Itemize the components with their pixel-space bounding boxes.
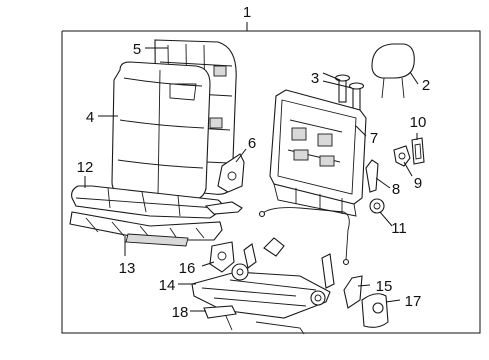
outer-cover — [361, 293, 389, 328]
callout-8: 8 — [392, 181, 400, 198]
callout-14: 14 — [159, 277, 176, 294]
small-pad — [203, 305, 237, 319]
seat-back-cushion — [111, 61, 211, 201]
callout-5: 5 — [133, 41, 141, 58]
callout-18: 18 — [172, 304, 189, 321]
wire-harness — [258, 207, 350, 266]
callout-6: 6 — [248, 135, 256, 152]
callout-3: 3 — [311, 70, 319, 87]
recliner-mechanism — [209, 241, 235, 273]
seat-cushion-frame — [69, 211, 223, 247]
callout-17: 17 — [405, 293, 422, 310]
side-bracket — [217, 153, 245, 193]
latch — [365, 159, 379, 193]
pivot-bushing — [369, 198, 385, 214]
callout-4: 4 — [86, 109, 94, 126]
callout-11: 11 — [391, 220, 407, 237]
callout-13: 13 — [119, 260, 136, 277]
callout-1: 1 — [243, 4, 251, 21]
headrest — [371, 43, 415, 99]
callout-9: 9 — [414, 175, 422, 192]
headrest-guides — [334, 74, 365, 111]
side-shield — [343, 275, 363, 309]
cover-trim — [411, 137, 425, 165]
callout-12: 12 — [77, 159, 94, 176]
retainer-clip — [204, 201, 243, 215]
callout-10: 10 — [410, 114, 427, 131]
callout-2: 2 — [422, 77, 430, 94]
leader-lines — [84, 47, 419, 312]
callout-16: 16 — [179, 260, 196, 277]
callout-7: 7 — [370, 130, 378, 147]
seat-back-structure — [269, 89, 367, 217]
callout-labels: 1 2 3 4 5 6 7 8 9 10 11 12 13 14 15 16 1… — [77, 4, 431, 321]
assembly-frame — [61, 22, 481, 334]
release-handle — [393, 145, 411, 167]
callout-15: 15 — [376, 278, 393, 295]
